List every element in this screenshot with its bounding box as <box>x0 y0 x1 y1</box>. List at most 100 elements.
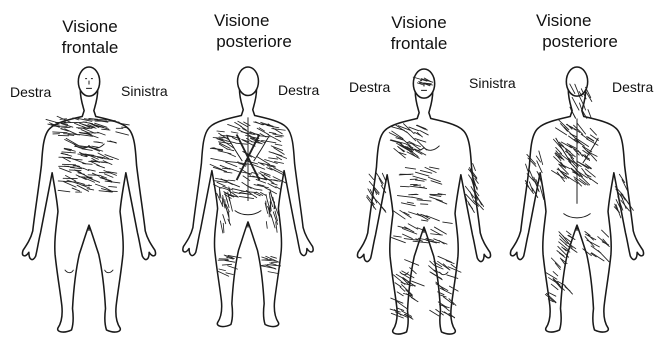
figure-2-stroke <box>219 269 226 271</box>
figure-2-stroke <box>217 182 225 186</box>
figure-2-stroke <box>223 223 224 232</box>
figure-4-head <box>566 67 587 96</box>
figure-2-stroke <box>231 132 238 133</box>
figure-2-head <box>238 67 259 96</box>
figure-4-stroke <box>585 169 595 177</box>
figure-3-stroke <box>417 200 431 201</box>
figure-4-stroke <box>590 128 596 135</box>
figure-1-stroke <box>69 170 81 171</box>
figure-2-label-right-side: Destra <box>278 82 319 98</box>
figure-1-stroke <box>97 165 105 168</box>
figure-2-stroke <box>256 179 266 183</box>
figure-3-stroke <box>415 180 424 181</box>
figure-3-stroke <box>469 204 473 209</box>
figure-1-title-line-2: frontale <box>55 37 125 58</box>
figure-2-stroke <box>268 272 279 274</box>
figure-1-stroke <box>58 190 70 192</box>
figure-3-stroke <box>429 266 436 272</box>
figure-1-stroke <box>46 119 58 122</box>
figure-3-stroke <box>397 196 412 198</box>
figure-3-stroke <box>421 220 427 221</box>
figure-3-stroke <box>373 196 380 203</box>
figure-2-stroke <box>268 135 281 142</box>
figure-3-body <box>358 69 491 334</box>
figure-1-stroke <box>92 146 99 147</box>
figure-2-stroke <box>256 192 263 195</box>
figure-3-stroke <box>397 308 403 310</box>
figure-4-title-line-2: posteriore <box>530 31 630 52</box>
figure-3-stroke <box>394 236 402 237</box>
figure-3-stroke <box>473 164 476 171</box>
figure-3-shading-chest <box>389 124 428 159</box>
figure-2-shading-right-calf <box>261 256 281 273</box>
figure-4-stroke <box>589 178 597 184</box>
figure-2-stroke <box>238 121 248 127</box>
figure-3-stroke <box>434 239 447 244</box>
figure-4-stroke <box>602 230 609 237</box>
figure-3-stroke <box>407 202 413 203</box>
figure-2-stroke <box>271 256 277 258</box>
figure-4-stroke <box>556 147 562 153</box>
figure-1-stroke <box>65 139 77 145</box>
figure-3-stroke <box>413 77 427 81</box>
figure-4-stroke <box>588 235 593 240</box>
figure-3-stroke <box>466 194 476 204</box>
figure-1-stroke <box>105 181 120 183</box>
figure-4-stroke <box>527 154 536 164</box>
figure-4-body <box>511 67 644 332</box>
figure-1-stroke <box>60 119 67 120</box>
figure-3-stroke <box>397 292 403 296</box>
figure-1-stroke <box>66 138 78 145</box>
figure-1-stroke <box>96 142 103 143</box>
figure-2-stroke <box>273 153 287 159</box>
figure-3-stroke <box>391 140 405 144</box>
figure-2-stroke <box>269 158 278 159</box>
figure-1-label-right-side: Destra <box>10 84 51 100</box>
figure-3-stroke <box>407 132 416 141</box>
figure-2-stroke <box>273 134 284 136</box>
figure-3-stroke <box>438 256 452 262</box>
figure-1-stroke <box>64 166 74 167</box>
figure-1-stroke <box>104 174 113 178</box>
figure-2-stroke <box>254 122 264 125</box>
figure-3-stroke <box>415 172 429 176</box>
figure-2-stroke <box>232 189 244 192</box>
figure-2-stroke <box>228 180 235 181</box>
figure-3-shading-thighs <box>392 210 453 244</box>
figure-1-stroke <box>95 184 104 187</box>
figure-4-back-details <box>556 118 599 217</box>
figure-3-shading-abdomen <box>397 167 446 206</box>
figure-1-stroke <box>116 132 129 135</box>
figure-2-title: Visione posteriore <box>204 10 304 52</box>
figure-3-stroke <box>405 168 415 170</box>
figure-3-stroke <box>413 241 428 243</box>
figure-3-front-view <box>358 69 491 334</box>
figure-4-stroke <box>566 231 571 235</box>
figure-1-title-line-1: Visione <box>55 16 125 37</box>
figure-4-stroke <box>551 258 560 267</box>
figure-2-back-view <box>183 67 313 327</box>
figure-3-label-right-side: Destra <box>349 79 390 95</box>
figure-2-stroke <box>276 187 281 190</box>
figure-4-stroke <box>588 110 591 118</box>
figure-3-stroke <box>395 283 401 287</box>
figure-2-stroke <box>229 168 239 172</box>
figure-3-stroke <box>416 125 427 130</box>
figure-2-title-line-1: Visione <box>204 10 304 31</box>
figure-4-stroke <box>549 293 556 297</box>
figure-1-stroke <box>110 121 119 122</box>
figure-4-back-view <box>511 67 644 332</box>
figure-3-label-left-side: Sinistra <box>469 75 516 91</box>
figure-2-stroke <box>217 131 224 132</box>
figure-3-stroke <box>443 222 453 223</box>
figure-3-title-line-2: frontale <box>384 33 454 54</box>
figure-2-stroke <box>213 167 226 171</box>
figure-1-stroke <box>88 170 95 171</box>
figure-4-title-line-1: Visione <box>530 10 630 31</box>
figure-2-stroke <box>222 264 231 265</box>
figure-4-shading-back-diagonal <box>552 120 599 186</box>
figure-1-stroke <box>74 123 80 126</box>
figure-3-stroke <box>414 185 421 186</box>
figure-1-stroke <box>87 189 94 190</box>
figure-2-stroke <box>275 136 282 137</box>
